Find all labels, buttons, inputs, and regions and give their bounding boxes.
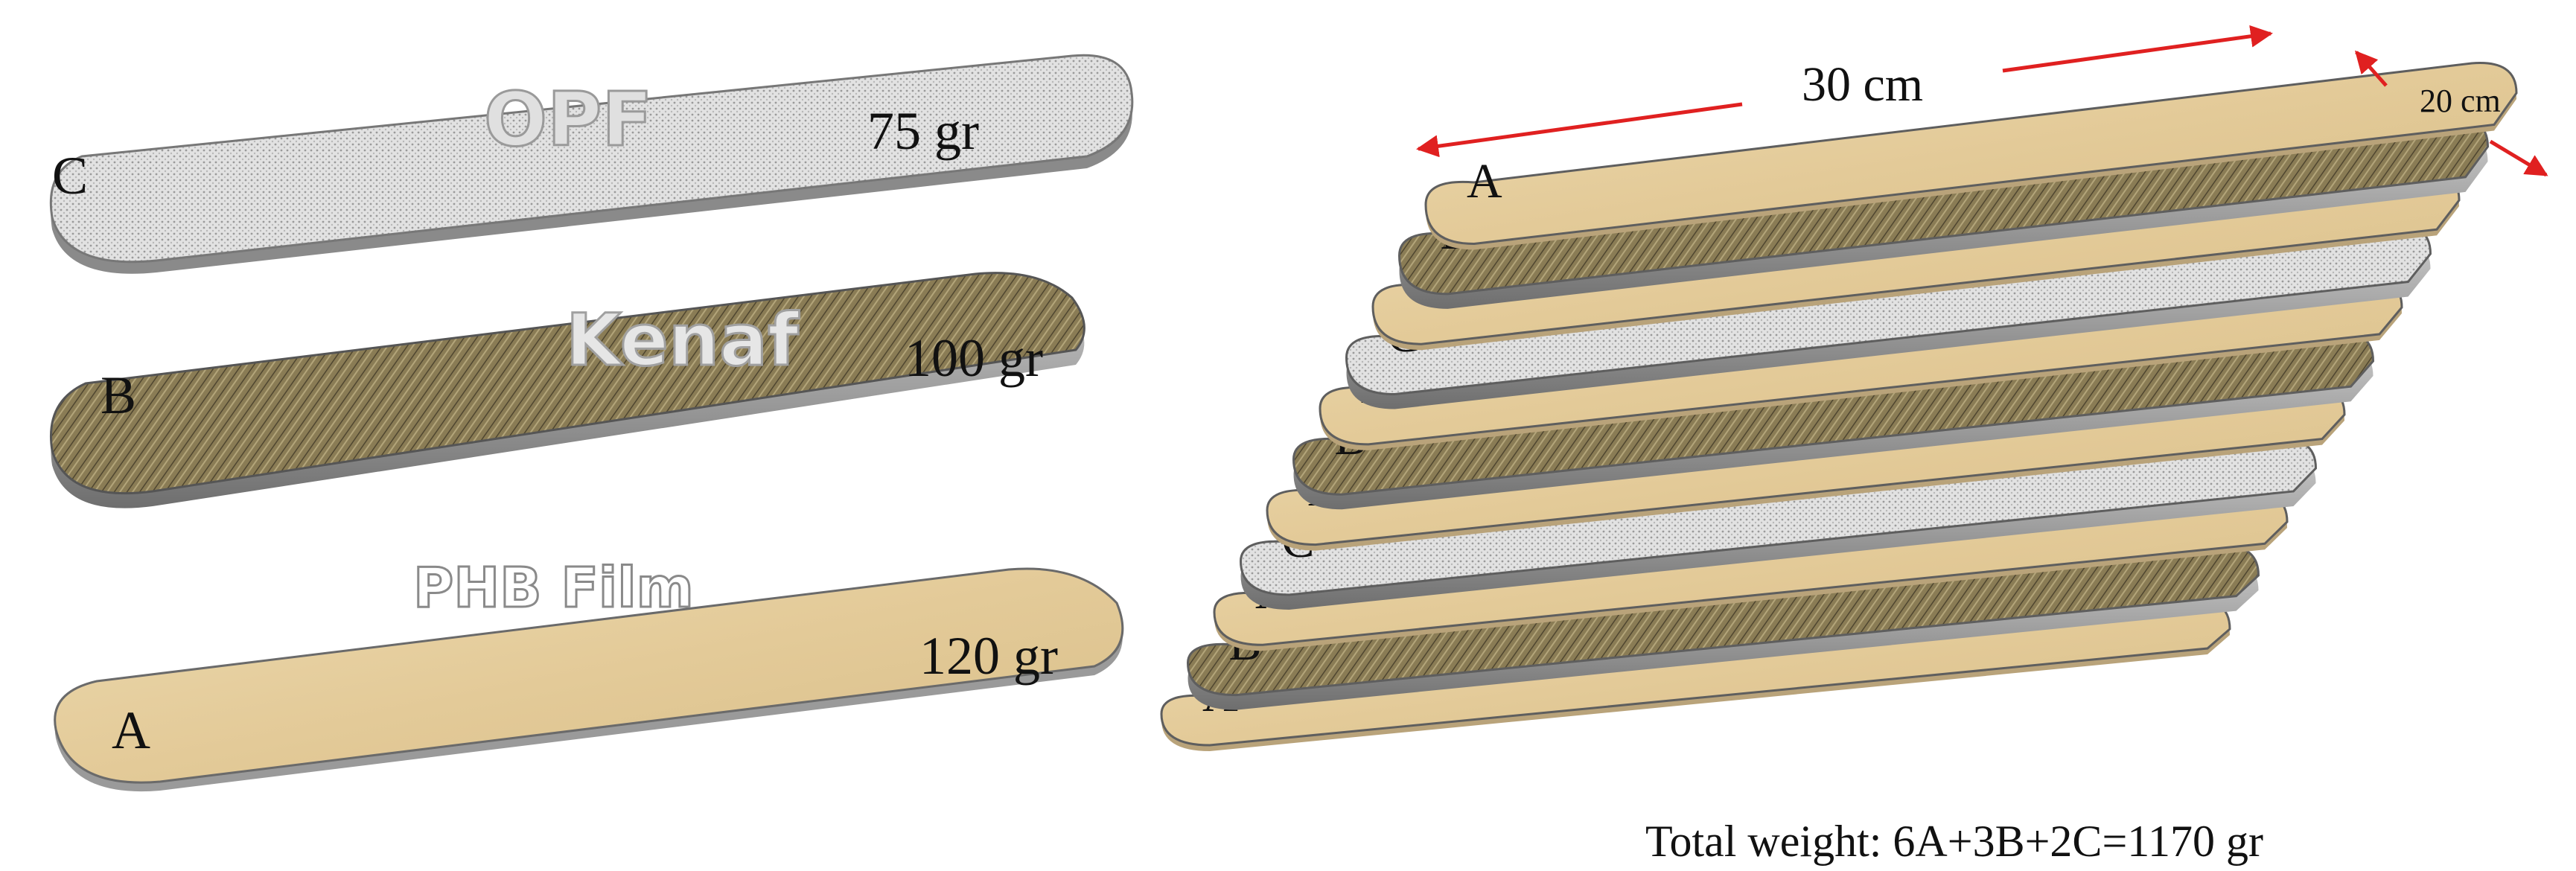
dimension-annotations: 30 cm 20 cm — [1416, 25, 2548, 177]
laminate-stack: ABACABACABA — [1160, 62, 2518, 751]
kenaf-weight: 100 gr — [905, 328, 1043, 388]
stack-layer-a: A — [1424, 62, 2518, 250]
length-arrow-left — [1416, 102, 1743, 158]
kenaf-letter: B — [101, 366, 136, 425]
legend-opf-plate: OPF C 75 gr — [49, 54, 1134, 274]
opf-title: OPF — [484, 76, 653, 163]
stack-layer-surface — [1424, 62, 2518, 246]
length-arrow-right — [2002, 25, 2273, 73]
width-label: 20 cm — [2420, 83, 2501, 119]
legend-kenaf-plate: Kenaf B 100 gr — [50, 272, 1085, 508]
kenaf-plate-surface — [50, 272, 1085, 495]
phb-plate-surface — [54, 567, 1124, 784]
kenaf-title: Kenaf — [566, 299, 800, 382]
legend-phb-plate: PHB Film A 120 gr — [54, 555, 1124, 792]
phb-weight: 120 gr — [919, 626, 1058, 686]
opf-plate-surface — [49, 54, 1134, 264]
stack-layer-letter: A — [1467, 154, 1502, 208]
opf-letter: C — [52, 146, 88, 205]
length-label: 30 cm — [1802, 57, 1923, 112]
phb-letter: A — [112, 701, 150, 760]
opf-weight: 75 gr — [867, 101, 979, 161]
total-weight-label: Total weight: 6A+3B+2C=1170 gr — [1645, 817, 2263, 866]
width-arrow-up — [2355, 50, 2388, 87]
width-arrow-down — [2489, 139, 2548, 177]
phb-title: PHB Film — [413, 556, 694, 620]
